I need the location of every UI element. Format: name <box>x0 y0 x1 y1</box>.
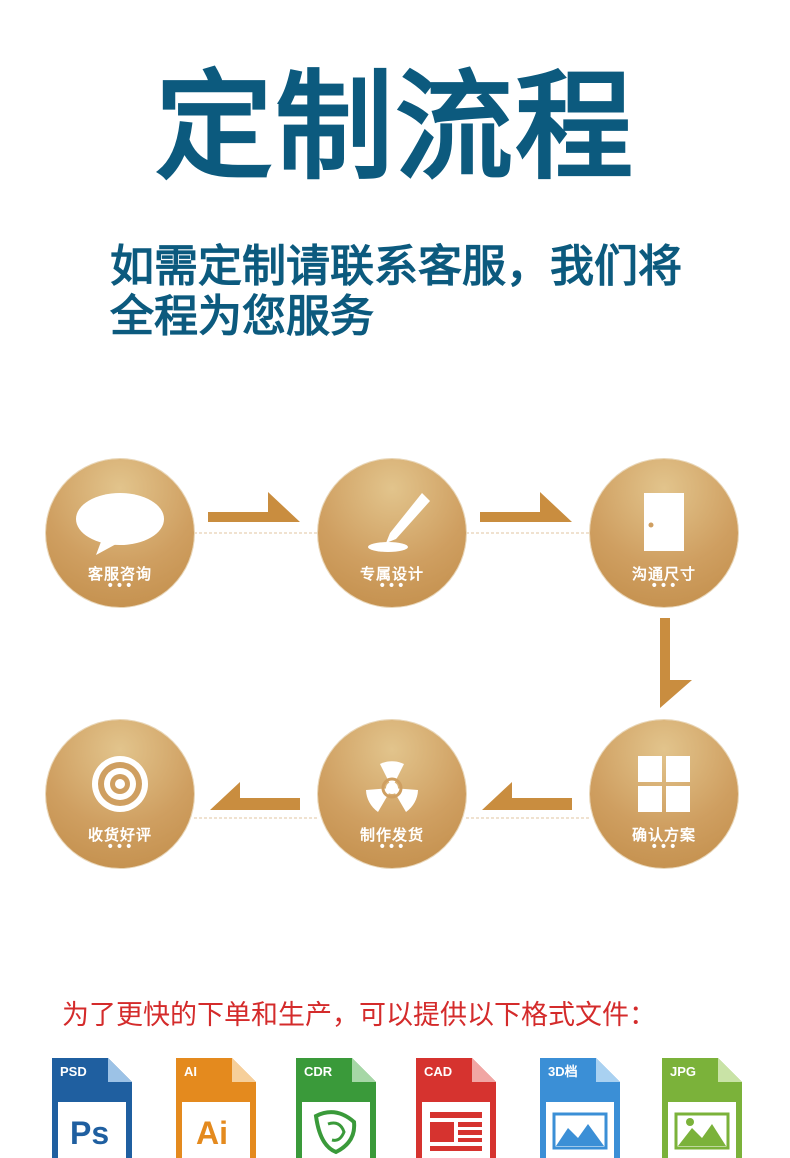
step-confirm: 确认方案 ••• <box>590 720 738 868</box>
step-dots: ••• <box>378 839 406 855</box>
step-produce: 制作发货 ••• <box>318 720 466 868</box>
file-format-notice: 为了更快的下单和生产，可以提供以下格式文件： <box>62 1000 656 1031</box>
psd-file-icon: PSD Ps <box>52 1058 132 1158</box>
page-title: 定制流程 <box>154 58 635 196</box>
arrow-left-icon <box>210 782 300 810</box>
3d-file-icon: 3D档 <box>540 1058 620 1158</box>
target-icon <box>92 756 148 812</box>
step-label: 专属设计 <box>359 565 424 583</box>
file-mark: Ai <box>196 1115 228 1151</box>
step-dots: ••• <box>106 578 134 594</box>
arrow-down-icon <box>660 618 692 708</box>
step-dots: ••• <box>106 839 134 855</box>
step-dots: ••• <box>378 578 406 594</box>
file-tag: JPG <box>670 1064 696 1079</box>
cdr-file-icon: CDR <box>296 1058 376 1158</box>
step-label: 确认方案 <box>631 826 696 844</box>
step-review: 收货好评 ••• <box>46 720 194 868</box>
file-tag: AI <box>184 1064 197 1079</box>
step-label: 沟通尺寸 <box>631 565 696 583</box>
ai-file-icon: AI Ai <box>176 1058 256 1158</box>
radiation-icon <box>366 761 418 812</box>
window-grid-icon <box>638 756 690 812</box>
step-design: 专属设计 ••• <box>318 459 466 607</box>
file-tag: CDR <box>304 1064 333 1079</box>
file-mark: Ps <box>70 1115 109 1151</box>
arrow-right-icon <box>208 492 300 522</box>
page-subtitle: 如需定制请联系客服，我们将全程为您服务 <box>110 241 682 342</box>
arrow-right-icon <box>480 492 572 522</box>
pen-icon <box>368 493 430 552</box>
jpg-file-icon: JPG <box>662 1058 742 1158</box>
step-label: 收货好评 <box>87 826 152 844</box>
step-measure: 沟通尺寸 ••• <box>590 459 738 607</box>
cad-file-icon: CAD <box>416 1058 496 1158</box>
file-tag: PSD <box>60 1064 87 1079</box>
step-dots: ••• <box>650 578 678 594</box>
file-tag: CAD <box>424 1064 452 1079</box>
step-label: 客服咨询 <box>87 565 152 583</box>
step-consult: 客服咨询 ••• <box>46 459 194 607</box>
door-icon <box>644 493 684 551</box>
step-dots: ••• <box>650 839 678 855</box>
step-label: 制作发货 <box>359 826 424 844</box>
speech-bubble-icon <box>76 493 164 555</box>
arrow-left-icon <box>482 782 572 810</box>
file-tag: 3D档 <box>548 1064 578 1079</box>
